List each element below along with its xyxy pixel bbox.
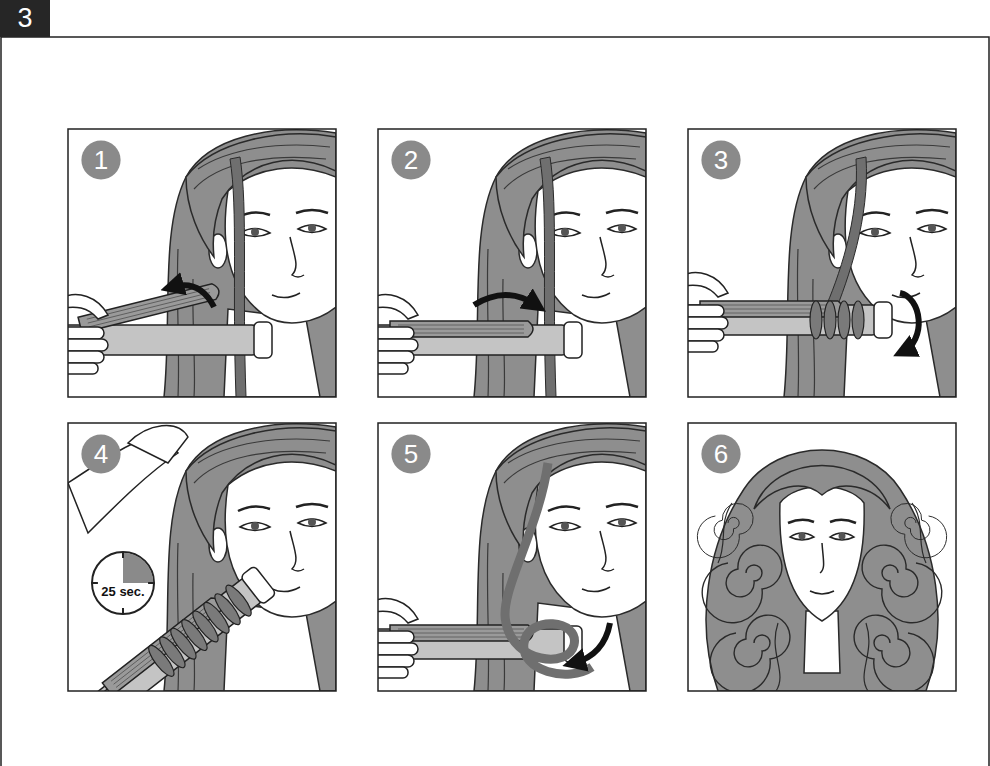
step-panel [854,615,934,693]
number-label: 5 [404,440,418,469]
step-number: 1 [81,140,121,180]
step-panel [702,545,782,623]
panel-border [688,423,956,691]
step-panel [697,450,946,693]
rotation-arrow [900,293,919,351]
figure-number: 3 [0,0,50,37]
panel-border [378,129,646,397]
clock-ticks [92,552,154,614]
step-panel [891,503,947,557]
panel-border [68,423,336,691]
circle-shape [391,140,430,179]
elapsed-wedge [123,553,153,583]
step-number: 5 [391,434,431,474]
step-panel [68,424,336,733]
eyes [790,533,854,540]
step-panel [48,130,336,397]
face [780,487,864,622]
hair-strand [540,157,556,397]
number-label: 3 [714,146,728,175]
angled-iron [78,565,277,731]
loose-curl [505,463,592,674]
motion-arrow [172,285,214,307]
panel-border [68,129,336,397]
step-panel [358,130,646,397]
fringe [754,466,890,510]
circle-shape [391,434,430,473]
number-label: 3 [17,4,32,34]
step-number: 6 [701,434,741,474]
number-label: 6 [714,440,728,469]
number-label: 1 [94,146,108,175]
timer-label: 25 sec. [101,585,144,599]
step-panel [368,295,418,374]
circle-shape [81,434,120,473]
number-label: 2 [404,146,418,175]
nose-mouth [810,543,834,594]
hair-lines [718,503,926,691]
outer-frame [1,37,989,766]
step-panel [784,130,956,397]
angled-iron [145,616,211,679]
iris [799,533,806,540]
step-panel [368,599,418,678]
timer-clock: 25 sec. [90,550,156,616]
circle-shape [81,140,120,179]
clock-face [90,550,156,616]
step-panel [474,130,646,397]
hand [128,426,188,463]
curly-hair [706,450,938,691]
panel-border [378,423,646,691]
iris [839,533,846,540]
step-number: 3 [701,140,741,180]
step-panel [668,130,956,397]
circle-shape [701,434,740,473]
step-panel [358,424,646,691]
hair-strand [824,157,866,315]
step-number: 4 [81,434,121,474]
panel-border [688,129,956,397]
hair-strand [230,157,246,397]
circle-shape [92,552,154,614]
angled-iron [77,565,277,733]
brows [788,520,856,523]
step-panel [164,130,336,397]
step-panel [862,545,942,623]
step-panel [58,295,108,374]
step-panel [697,503,753,557]
step-panel [710,615,790,693]
number-label: 4 [94,440,108,469]
step-panel [678,273,728,352]
release-arrow [574,623,610,663]
circle-shape [701,140,740,179]
step-number: 2 [391,140,431,180]
step-panel [810,301,864,339]
motion-arrow [474,295,536,305]
